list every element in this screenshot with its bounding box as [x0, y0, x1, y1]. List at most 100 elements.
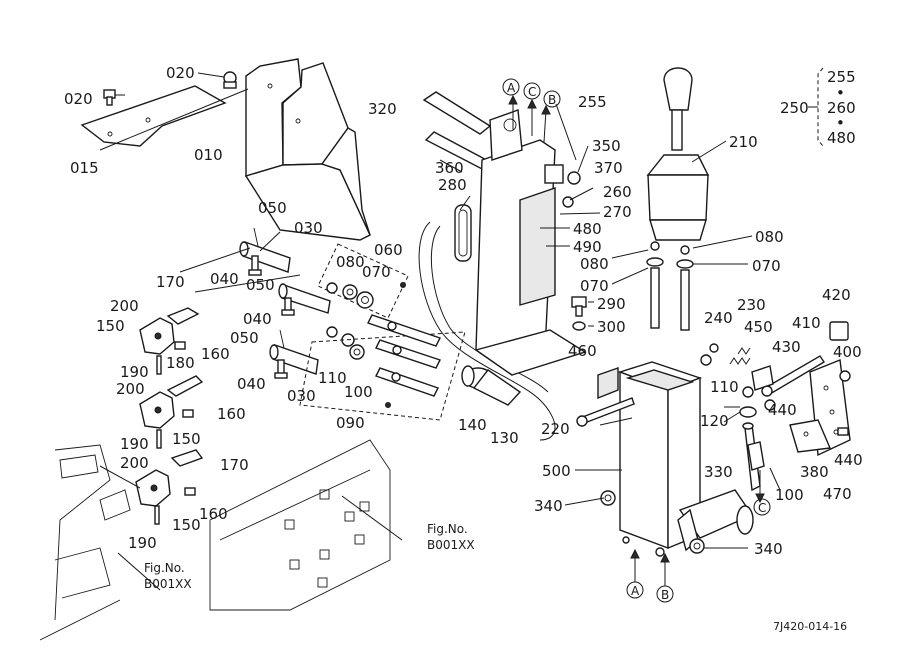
label-260: 260 [603, 183, 632, 201]
label-030-b: 030 [287, 387, 316, 405]
cable-loop-280 [418, 204, 556, 441]
fig-ref-center-line2: B001XX [427, 538, 475, 552]
shaft-030-lower [269, 329, 319, 375]
tractor-frame-center [209, 439, 391, 611]
label-200-c: 200 [120, 454, 149, 472]
label-320: 320 [368, 100, 397, 118]
assembly-250-dot-2: • [836, 114, 845, 132]
rod-set-090 [299, 314, 466, 421]
figure-reference-center: Fig.No. B001XX [427, 522, 475, 552]
label-010: 010 [194, 146, 223, 164]
label-380: 380 [800, 463, 829, 481]
arrow-B [541, 104, 551, 143]
label-110-b: 110 [318, 369, 347, 387]
label-120: 120 [700, 412, 729, 430]
callout-A-top: A [507, 81, 516, 95]
assembly-250-member-260: 260 [827, 99, 856, 117]
plate-460 [597, 367, 619, 400]
bolt-020-right [223, 71, 237, 89]
label-030-a: 030 [294, 219, 323, 237]
shaft-030-mid [278, 283, 331, 314]
label-460: 460 [568, 342, 597, 360]
label-100-b: 100 [344, 383, 373, 401]
label-280: 280 [438, 176, 467, 194]
label-160-c: 160 [199, 505, 228, 523]
label-080-c: 080 [336, 253, 365, 271]
bracket-010 [244, 58, 371, 241]
callout-A-bottom: A [631, 584, 640, 598]
label-500: 500 [542, 462, 571, 480]
lever-150-a [139, 317, 175, 355]
callout-circles [502, 78, 771, 603]
small-parts-110-120-240 [700, 343, 757, 418]
arm-170-a [166, 307, 200, 325]
label-450: 450 [744, 318, 773, 336]
label-230: 230 [737, 296, 766, 314]
fig-ref-center-line1: Fig.No. [427, 522, 468, 536]
arm-170-c [170, 449, 204, 467]
label-180: 180 [166, 354, 195, 372]
label-190-b: 190 [120, 435, 149, 453]
label-420: 420 [822, 286, 851, 304]
label-040-c: 040 [237, 375, 266, 393]
fig-ref-left-line2: B001XX [144, 577, 192, 591]
springs-450-230 [729, 347, 751, 365]
label-240: 240 [704, 309, 733, 327]
nut-400-440 [764, 370, 851, 436]
assembly-250-labels: 250 255 • 260 • 480 [780, 68, 856, 147]
arrow-C [527, 98, 537, 136]
label-050-a: 050 [258, 199, 287, 217]
label-190-a: 190 [120, 363, 149, 381]
label-070-a: 070 [752, 257, 781, 275]
label-330: 330 [704, 463, 733, 481]
label-160-a: 160 [201, 345, 230, 363]
washers-340 [600, 490, 705, 554]
label-255: 255 [578, 93, 607, 111]
lever-150-c [135, 469, 171, 507]
lever-150-b [139, 391, 175, 429]
label-070-b: 070 [580, 277, 609, 295]
label-140: 140 [458, 416, 487, 434]
figure-code: 7J420-014-16 [773, 620, 847, 633]
label-100-a: 100 [775, 486, 804, 504]
bolt-040-c [274, 359, 288, 379]
label-110-a: 110 [710, 378, 739, 396]
label-400: 400 [833, 343, 862, 361]
assembly-250-label: 250 [780, 99, 809, 117]
arrow-A [508, 94, 518, 130]
label-090: 090 [336, 414, 365, 432]
label-080-b: 080 [580, 255, 609, 273]
label-150-c: 150 [172, 516, 201, 534]
label-200-a: 200 [110, 297, 139, 315]
assembly-250-member-480: 480 [827, 129, 856, 147]
label-480: 480 [573, 220, 602, 238]
label-160-b: 160 [217, 405, 246, 423]
label-020-b: 020 [166, 64, 195, 82]
label-080-a: 080 [755, 228, 784, 246]
label-370: 370 [594, 159, 623, 177]
label-015: 015 [70, 159, 99, 177]
label-050-c: 050 [230, 329, 259, 347]
arrows-bottom [630, 470, 765, 586]
label-150-a: 150 [96, 317, 125, 335]
shaft-030-upper [239, 227, 291, 273]
rod-100-right [742, 422, 765, 492]
leader-lines [99, 103, 781, 591]
callout-B-bottom: B [661, 588, 669, 602]
callout-C-top: C [528, 85, 536, 99]
label-440-b: 440 [834, 451, 863, 469]
washers-350-370 [562, 171, 581, 208]
figure-reference-left: Fig.No. B001XX [144, 561, 192, 591]
plate-015 [80, 85, 227, 147]
label-440-a: 440 [768, 401, 797, 419]
label-060: 060 [374, 241, 403, 259]
cable-end-130-140 [461, 365, 522, 406]
callout-letters: A C B A B C [507, 81, 766, 602]
pins-190-200 [154, 341, 196, 525]
lever-knob-210 [646, 67, 710, 241]
label-050-b: 050 [246, 276, 275, 294]
label-220: 220 [541, 420, 570, 438]
bracket-255 [474, 109, 587, 376]
label-150-b: 150 [172, 430, 201, 448]
